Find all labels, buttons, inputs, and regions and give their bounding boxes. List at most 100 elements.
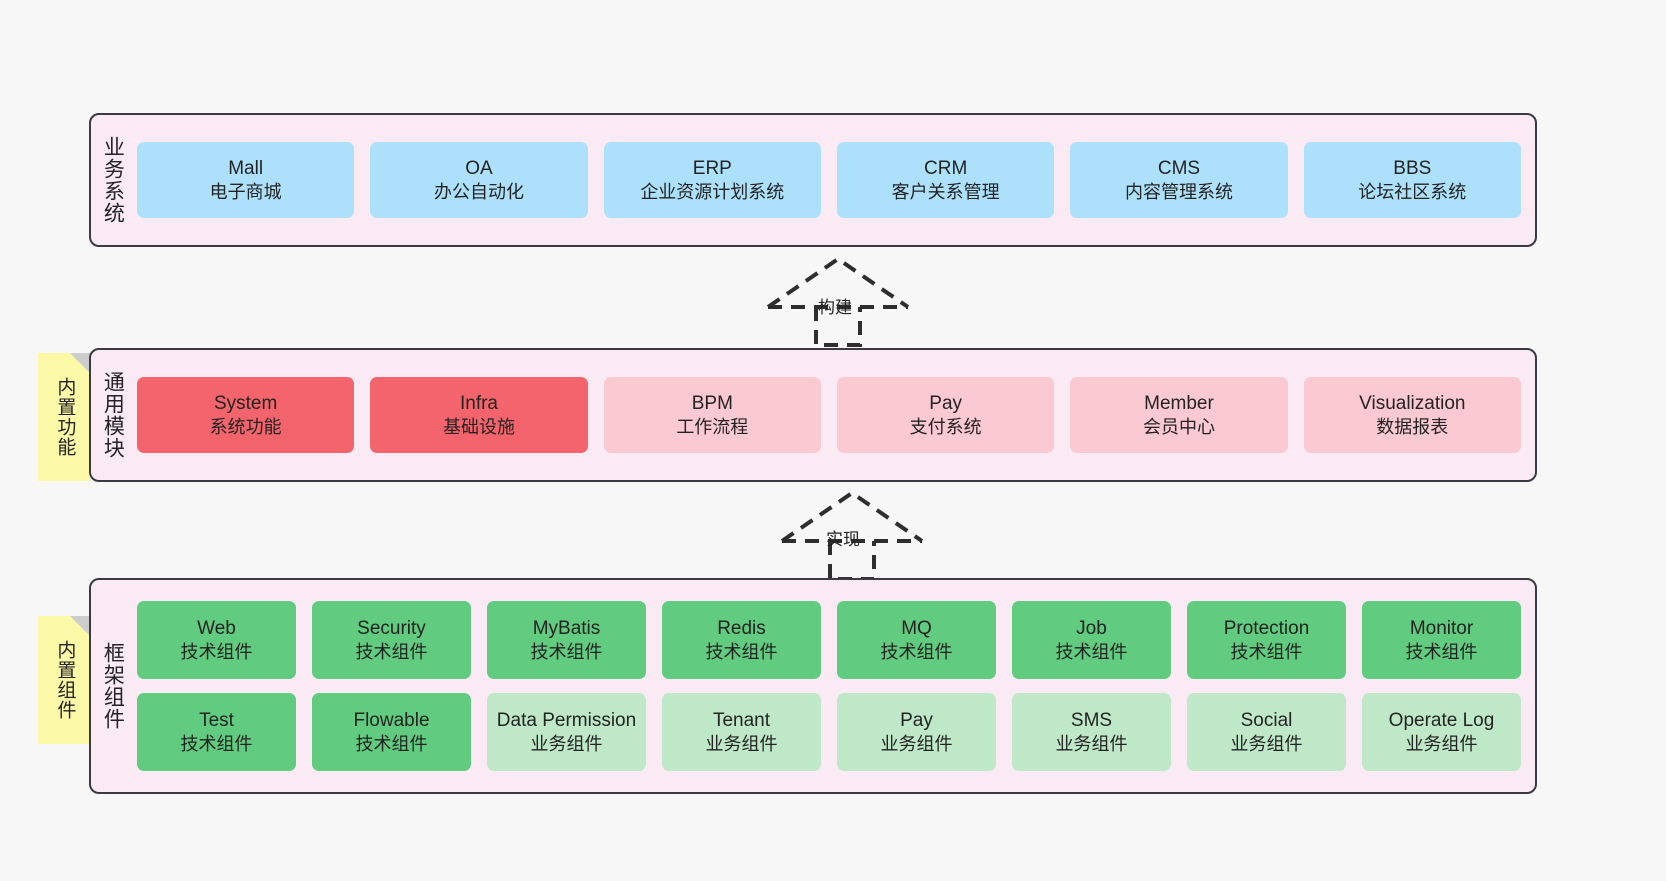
- node-data-permission[interactable]: Data Permission 业务组件: [487, 693, 646, 771]
- node-social[interactable]: Social 业务组件: [1187, 693, 1346, 771]
- node-bpm[interactable]: BPM 工作流程: [603, 377, 821, 453]
- layer-title-business: 业务系统: [101, 136, 125, 224]
- node-title: BBS: [1393, 157, 1432, 179]
- node-subtitle: 技术组件: [705, 641, 778, 662]
- node-row: Test 技术组件 Flowable 技术组件 Data Permission …: [137, 693, 1521, 771]
- node-subtitle: 企业资源计划系统: [640, 181, 785, 202]
- note-builtin-components: 内置组件: [38, 616, 90, 744]
- node-test[interactable]: Test 技术组件: [137, 693, 296, 771]
- note-builtin-functions: 内置功能: [38, 353, 90, 481]
- node-monitor[interactable]: Monitor 技术组件: [1362, 601, 1521, 679]
- node-title: Job: [1076, 617, 1107, 639]
- node-title: Monitor: [1409, 617, 1474, 639]
- node-row: Web 技术组件 Security 技术组件 MyBatis 技术组件 Redi…: [137, 601, 1521, 679]
- layer-body-modules: System 系统功能 Infra 基础设施 BPM 工作流程 Pay 支付系统: [133, 350, 1535, 480]
- node-subtitle: 业务组件: [1230, 733, 1303, 754]
- layer-title-framework: 框架组件: [101, 642, 125, 730]
- node-title: MyBatis: [532, 617, 601, 639]
- node-subtitle: 数据报表: [1376, 416, 1449, 437]
- layer-title-modules: 通用模块: [101, 371, 125, 459]
- node-pay-component[interactable]: Pay 业务组件: [837, 693, 996, 771]
- node-subtitle: 技术组件: [1405, 641, 1478, 662]
- node-system[interactable]: System 系统功能: [137, 377, 355, 453]
- node-subtitle: 内容管理系统: [1124, 181, 1233, 202]
- node-subtitle: 工作流程: [676, 416, 749, 437]
- node-bbs[interactable]: BBS 论坛社区系统: [1303, 142, 1521, 218]
- node-subtitle: 业务组件: [1055, 733, 1128, 754]
- layer-body-framework: Web 技术组件 Security 技术组件 MyBatis 技术组件 Redi…: [133, 580, 1535, 792]
- node-title: Data Permission: [496, 709, 637, 731]
- node-subtitle: 技术组件: [1055, 641, 1128, 662]
- node-flowable[interactable]: Flowable 技术组件: [312, 693, 471, 771]
- node-job[interactable]: Job 技术组件: [1012, 601, 1171, 679]
- node-operate-log[interactable]: Operate Log 业务组件: [1362, 693, 1521, 771]
- node-subtitle: 基础设施: [442, 416, 515, 437]
- node-subtitle: 业务组件: [530, 733, 603, 754]
- node-title: Social: [1240, 709, 1293, 731]
- node-title: Test: [199, 709, 234, 731]
- node-title: CMS: [1157, 157, 1201, 179]
- node-title: SMS: [1070, 709, 1113, 731]
- node-title: CRM: [924, 157, 968, 179]
- node-title: Protection: [1223, 617, 1310, 639]
- node-title: MQ: [901, 617, 932, 639]
- node-title: System: [213, 392, 278, 414]
- node-subtitle: 业务组件: [1405, 733, 1478, 754]
- node-oa[interactable]: OA 办公自动化: [370, 142, 588, 218]
- arrow-implement-label: 实现: [826, 530, 860, 549]
- node-subtitle: 系统功能: [209, 416, 282, 437]
- node-mall[interactable]: Mall 电子商城: [137, 142, 355, 218]
- node-subtitle: 电子商城: [209, 181, 282, 202]
- node-subtitle: 客户关系管理: [891, 181, 1000, 202]
- arrow-build-label: 构建: [818, 298, 852, 317]
- node-title: Infra: [459, 392, 498, 414]
- node-row: Mall 电子商城 OA 办公自动化 ERP 企业资源计划系统 CRM 客户关系…: [137, 142, 1521, 218]
- node-subtitle: 技术组件: [355, 641, 428, 662]
- node-mybatis[interactable]: MyBatis 技术组件: [487, 601, 646, 679]
- node-subtitle: 支付系统: [909, 416, 982, 437]
- node-title: Web: [197, 617, 236, 639]
- node-subtitle: 技术组件: [355, 733, 428, 754]
- node-title: Operate Log: [1388, 709, 1495, 731]
- node-title: Pay: [900, 709, 933, 731]
- node-subtitle: 技术组件: [180, 641, 253, 662]
- node-subtitle: 技术组件: [880, 641, 953, 662]
- node-title: Security: [357, 617, 426, 639]
- node-tenant[interactable]: Tenant 业务组件: [662, 693, 821, 771]
- node-subtitle: 业务组件: [705, 733, 778, 754]
- layer-common-modules: 通用模块 System 系统功能 Infra 基础设施 BPM 工作流程: [89, 348, 1537, 482]
- node-pay-module[interactable]: Pay 支付系统: [836, 377, 1055, 453]
- node-member[interactable]: Member 会员中心: [1070, 377, 1288, 453]
- node-subtitle: 技术组件: [180, 733, 253, 754]
- node-sms[interactable]: SMS 业务组件: [1012, 693, 1171, 771]
- node-subtitle: 技术组件: [1230, 641, 1303, 662]
- node-title: Redis: [717, 617, 766, 639]
- node-erp[interactable]: ERP 企业资源计划系统: [603, 142, 821, 218]
- node-subtitle: 办公自动化: [433, 181, 524, 202]
- node-mq[interactable]: MQ 技术组件: [837, 601, 996, 679]
- node-security[interactable]: Security 技术组件: [312, 601, 471, 679]
- node-infra[interactable]: Infra 基础设施: [370, 377, 588, 453]
- node-title: Pay: [929, 392, 963, 414]
- node-visualization[interactable]: Visualization 数据报表: [1303, 377, 1521, 453]
- node-crm[interactable]: CRM 客户关系管理: [836, 142, 1055, 218]
- arrow-build: [758, 253, 918, 347]
- dashed-arrow-icon: [766, 256, 910, 347]
- note-fold-icon: [70, 353, 90, 373]
- node-web[interactable]: Web 技术组件: [137, 601, 296, 679]
- node-protection[interactable]: Protection 技术组件: [1187, 601, 1346, 679]
- node-subtitle: 技术组件: [530, 641, 603, 662]
- node-subtitle: 会员中心: [1142, 416, 1215, 437]
- note-fold-icon: [70, 616, 90, 636]
- node-title: Member: [1144, 392, 1214, 414]
- node-title: OA: [465, 157, 493, 179]
- layer-framework-components: 框架组件 Web 技术组件 Security 技术组件 MyBatis 技术组件: [89, 578, 1537, 794]
- layer-body-business: Mall 电子商城 OA 办公自动化 ERP 企业资源计划系统 CRM 客户关系…: [133, 115, 1535, 245]
- node-title: Flowable: [353, 709, 430, 731]
- node-subtitle: 业务组件: [880, 733, 953, 754]
- node-redis[interactable]: Redis 技术组件: [662, 601, 821, 679]
- node-cms[interactable]: CMS 内容管理系统: [1070, 142, 1288, 218]
- note-text: 内置组件: [54, 640, 76, 720]
- node-title: Mall: [228, 157, 264, 179]
